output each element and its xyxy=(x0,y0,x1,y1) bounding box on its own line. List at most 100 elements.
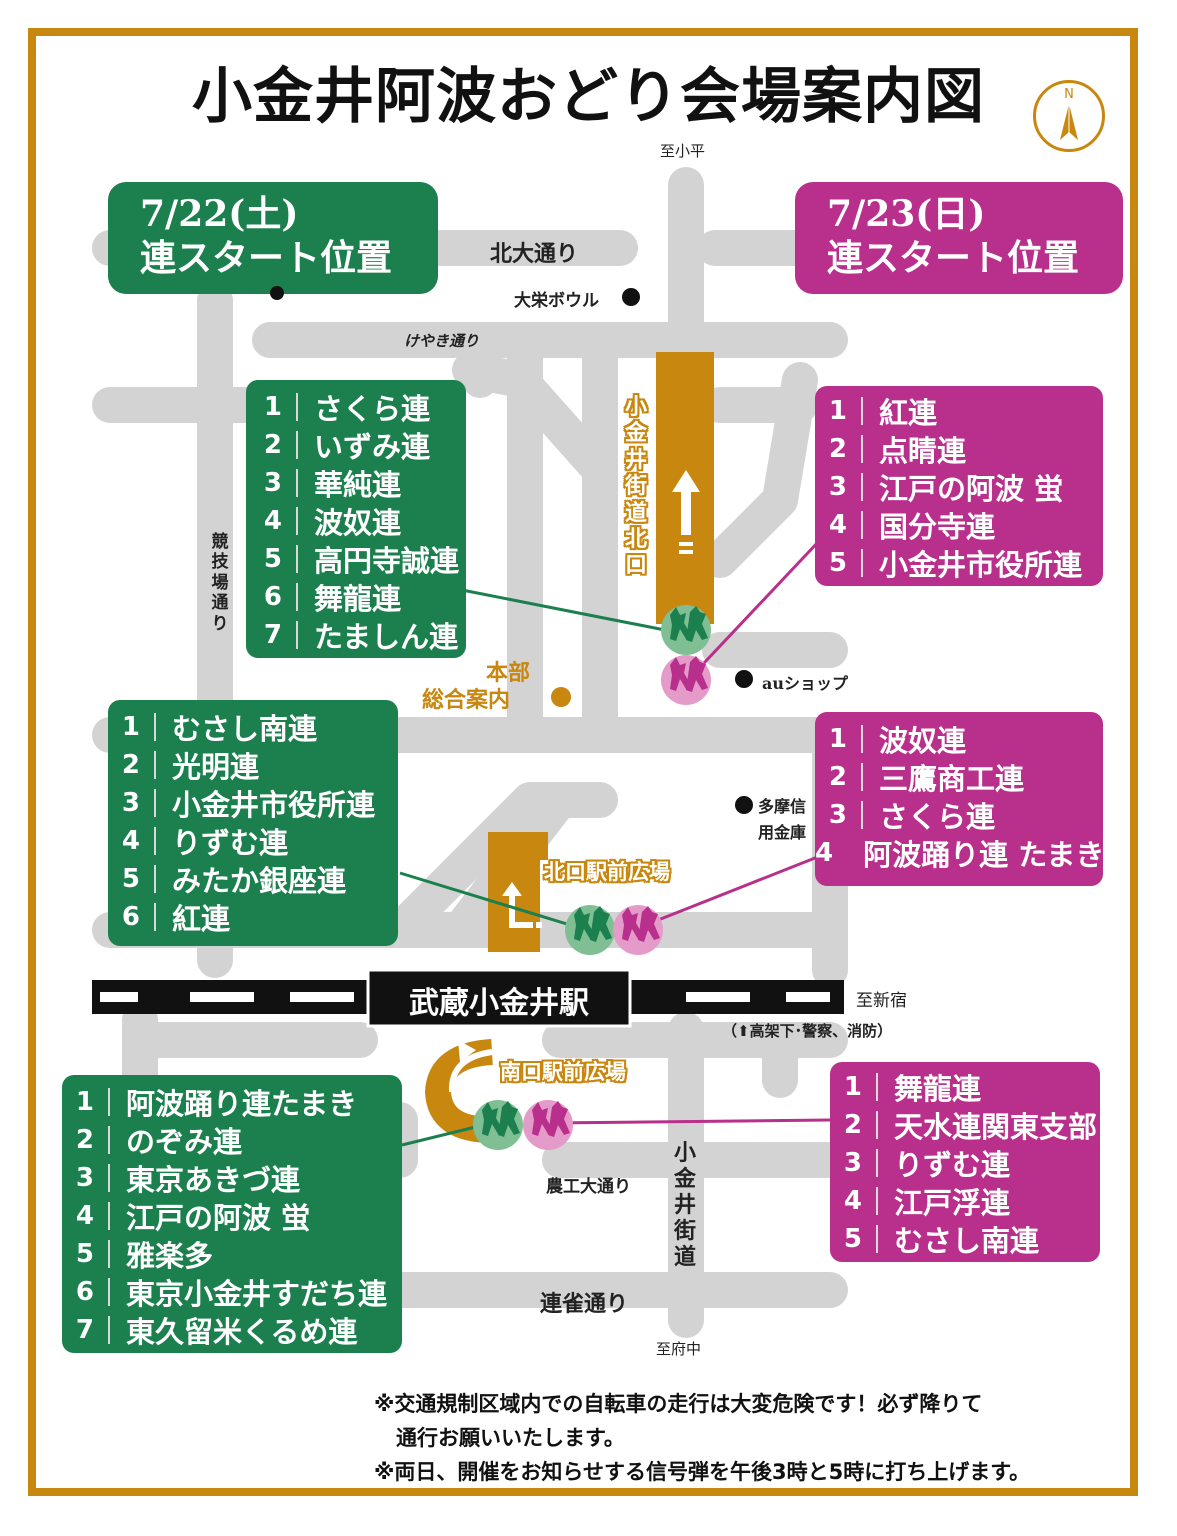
list-item-name: 江戸の阿波 蛍 xyxy=(879,472,1064,506)
list-item-number: 4 xyxy=(843,1186,862,1216)
list-item-divider xyxy=(861,473,863,501)
day2-start-label: 連スタート位置 xyxy=(827,237,1080,279)
tama-shinkin-dot xyxy=(735,796,753,814)
keyaki-label: けやき通り xyxy=(404,332,480,350)
list-item-name: 波奴連 xyxy=(314,506,402,540)
list-item-number: 2 xyxy=(263,430,282,460)
list-item-number: 5 xyxy=(828,548,847,578)
note-bicycle-line2: 通行お願いいたします。 xyxy=(396,1426,625,1450)
compass: N xyxy=(1033,80,1105,152)
list-item-number: 6 xyxy=(121,902,140,932)
kitaodori-label: 北大通り xyxy=(490,241,579,267)
to-kodaira-label: 至小平 xyxy=(660,142,706,160)
list-item-number: 4 xyxy=(815,838,834,868)
list-item-name: 小金井市役所連 xyxy=(879,548,1083,582)
kouka-label: （⬆高架下･警察、消防） xyxy=(722,1022,893,1040)
list-item-name: 点睛連 xyxy=(879,434,967,468)
taiei-bowl-dot xyxy=(622,288,640,306)
kaido-label: 小金井街道 xyxy=(673,1140,696,1270)
list-item-divider xyxy=(108,1278,110,1306)
south-plaza-label: 南口駅前広場 xyxy=(500,1059,626,1084)
list-item-name: 江戸浮連 xyxy=(894,1186,1011,1220)
list-item-number: 1 xyxy=(121,712,140,742)
list-item-divider xyxy=(296,621,298,649)
list-item-name: りずむ連 xyxy=(172,826,289,860)
list-item-name: 東久留米くるめ連 xyxy=(126,1315,358,1349)
station-label: 武蔵小金井駅 xyxy=(409,986,589,1021)
list-item: 4 阿波踊り連 たまき xyxy=(815,834,1105,872)
list-item-divider xyxy=(154,903,156,931)
list-item-number: 4 xyxy=(75,1201,94,1231)
dancer-green-north xyxy=(661,605,711,655)
list-item-divider xyxy=(861,549,863,577)
list-item-name: 舞龍連 xyxy=(894,1072,982,1106)
list-item-number: 6 xyxy=(263,582,282,612)
list-item-number: 3 xyxy=(75,1163,94,1193)
list-item-divider xyxy=(861,725,863,753)
list-item-name: 三鷹商工連 xyxy=(879,762,1025,796)
list-item-number: 2 xyxy=(75,1125,94,1155)
tama-shinkin-label: 多摩信用金庫 xyxy=(758,797,807,842)
list-item-name: みたか銀座連 xyxy=(172,864,347,898)
list-item-number: 2 xyxy=(828,762,847,792)
list-item-name: 華純連 xyxy=(314,468,402,502)
hq-label-line2: 総合案内 xyxy=(422,687,511,713)
station-box xyxy=(366,968,632,1028)
list-item-number: 3 xyxy=(828,800,847,830)
dancer-green-plaza xyxy=(565,905,615,955)
hq-label-line1: 本部 xyxy=(486,660,531,686)
list-item-number: 3 xyxy=(121,788,140,818)
list-item-divider xyxy=(108,1202,110,1230)
list-item-divider xyxy=(296,393,298,421)
note-signal: ※両日、開催をお知らせする信号弾を午後3時と5時に打ち上げます。 xyxy=(374,1460,1031,1484)
list-item-divider xyxy=(861,397,863,425)
list-item-name: さくら連 xyxy=(314,392,431,426)
list-item-number: 6 xyxy=(75,1277,94,1307)
list-item-divider xyxy=(108,1316,110,1344)
list-item-name: 阿波踊り連 たまき xyxy=(863,838,1105,872)
list-item: 7 東久留米くるめ連 xyxy=(62,1311,402,1349)
list-item: 1 さくら連 xyxy=(250,388,466,426)
to-fuchu-label: 至府中 xyxy=(656,1340,702,1358)
list-item-divider xyxy=(861,511,863,539)
list-item-divider xyxy=(154,865,156,893)
list-item-divider xyxy=(108,1164,110,1192)
list-item-divider xyxy=(861,801,863,829)
railway xyxy=(92,968,844,1028)
list-item-name: さくら連 xyxy=(879,800,996,834)
list-item-divider xyxy=(296,431,298,459)
dancer-magenta-north xyxy=(661,655,711,705)
compass-n-label: N xyxy=(1064,87,1074,102)
day2-date: 7/23(日) xyxy=(827,193,986,235)
list-item-name: 国分寺連 xyxy=(879,510,996,544)
list-item-divider xyxy=(861,435,863,463)
list-item-number: 1 xyxy=(828,396,847,426)
list-item-number: 7 xyxy=(75,1315,94,1345)
list-item-number: 1 xyxy=(263,392,282,422)
list-item-divider xyxy=(154,713,156,741)
noko-label: 農工大通り xyxy=(546,1177,631,1197)
dancer-magenta-south xyxy=(523,1100,573,1150)
